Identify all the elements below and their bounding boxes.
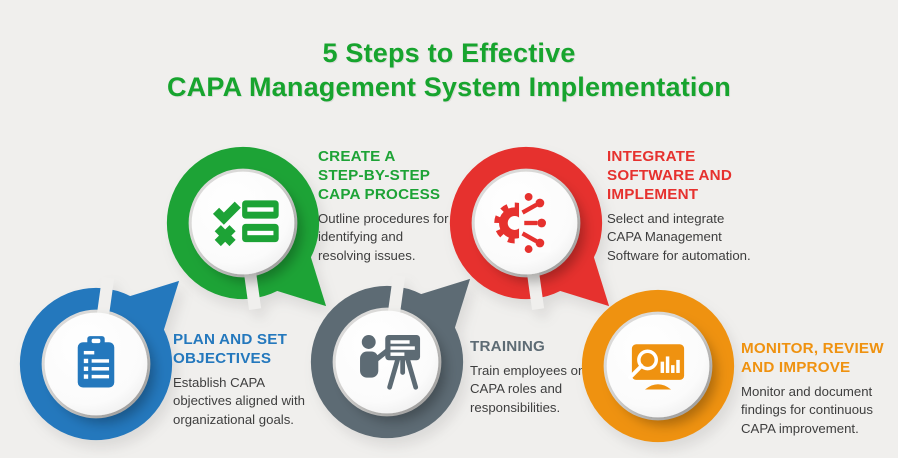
next-step-arrow-icon: [125, 280, 180, 335]
step-heading: MONITOR, REVIEW AND IMPROVE: [741, 340, 884, 376]
step-ring: [19, 287, 173, 441]
clipboard-icon: [77, 336, 115, 388]
step-4-graphic: [449, 146, 610, 310]
step-1-graphic: [19, 277, 180, 441]
ring-gap: [244, 272, 262, 310]
step-ring: [166, 146, 320, 300]
step-heading: PLAN AND SET OBJECTIVES: [173, 331, 288, 367]
step-heading: INTEGRATE SOFTWARE AND IMPLEMENT: [607, 148, 733, 203]
gear-circuit-icon: [494, 192, 551, 254]
step-ring: [449, 146, 603, 300]
inner-circle: [191, 171, 295, 275]
step-text-2: CREATE A STEP-BY-STEP CAPA PROCESS Outli…: [318, 148, 468, 265]
step-description: Outline procedures for identifying and r…: [318, 210, 449, 263]
step-description: Train employees on CAPA roles and respon…: [470, 362, 586, 415]
step-node-5: [571, 279, 745, 453]
step-text-5: MONITOR, REVIEW AND IMPROVE Monitor and …: [741, 340, 893, 438]
step-text-1: PLAN AND SET OBJECTIVES Establish CAPA o…: [173, 331, 315, 429]
step-3-graphic: [310, 275, 471, 439]
step-heading: TRAINING: [470, 338, 546, 355]
step-description: Select and integrate CAPA Management Sof…: [607, 210, 751, 263]
step-node-3: [300, 275, 474, 449]
ring-gap: [388, 275, 406, 313]
step-description: Monitor and document findings for contin…: [741, 383, 873, 436]
inner-circle: [335, 310, 439, 414]
infographic-title: 5 Steps to Effective CAPA Management Sys…: [166, 38, 731, 102]
step-2-graphic: [166, 146, 327, 310]
checklist-icon: [212, 200, 279, 247]
trainer-presentation-icon: [360, 335, 421, 390]
next-step-arrow-icon: [272, 252, 327, 307]
step-text-4: INTEGRATE SOFTWARE AND IMPLEMENT Select …: [607, 148, 765, 265]
step-ring: [581, 289, 735, 443]
step-node-4: [439, 136, 613, 310]
step-node-1: [9, 277, 183, 451]
step-ring: [310, 285, 464, 439]
ring-gap: [97, 277, 115, 315]
step-text-3: TRAINING Train employees on CAPA roles a…: [470, 338, 618, 417]
step-heading: CREATE A STEP-BY-STEP CAPA PROCESS: [318, 148, 441, 203]
monitor-analytics-icon: [628, 344, 685, 390]
step-5-graphic: [581, 289, 735, 443]
next-step-arrow-icon: [555, 252, 610, 307]
step-node-2: [156, 136, 330, 310]
step-description: Establish CAPA objectives aligned with o…: [173, 374, 305, 427]
ring-gap: [527, 272, 545, 310]
next-step-arrow-icon: [416, 278, 471, 333]
